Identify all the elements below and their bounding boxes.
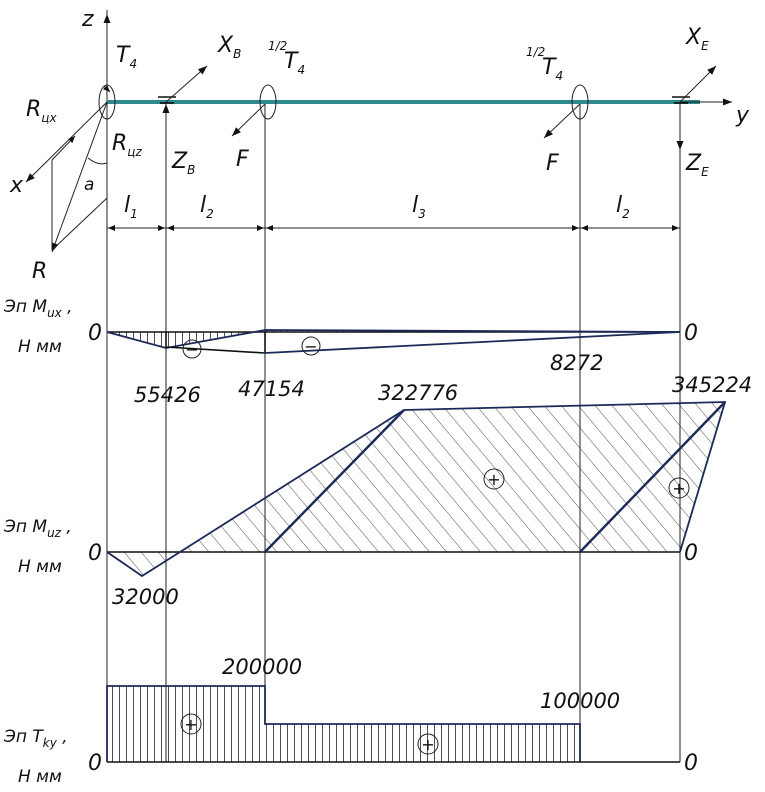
mx-sign-2: −: [304, 337, 317, 356]
span-l3-label: l3: [412, 193, 426, 221]
diagram-mz: Эп Muz , Н мм 0 0 32000 322776 345224 + …: [3, 373, 752, 609]
t-units: Н мм: [18, 767, 62, 787]
mz-value-3: 345224: [672, 373, 752, 397]
r-cx-label: Rцx: [26, 97, 57, 125]
torque-mid1-frac: 1/2: [268, 39, 287, 53]
force-f1-arrow: [231, 103, 266, 137]
mz-sign-2: +: [672, 479, 685, 498]
mz-value-2: 322776: [378, 381, 458, 405]
diagram-mx: Эп Mux , Н мм 0 0 55426 47154 8272 − −: [3, 297, 698, 407]
t-sign-2: +: [421, 735, 434, 754]
force-xe-arrow: [679, 65, 717, 103]
t-sign-1: +: [184, 715, 197, 734]
force-f2-arrow: [543, 103, 581, 139]
torque-mid2-icon: [571, 84, 589, 120]
mx-zero-right: 0: [684, 321, 698, 346]
force-ze-label: ZE: [685, 151, 709, 179]
force-f1-label: F: [236, 147, 249, 172]
y-axis-label: y: [735, 103, 750, 128]
shaft-scheme: z y T4 XB ZB 1/2 T4 F 1/2 T4 F XE: [9, 7, 750, 284]
r-label: R: [32, 259, 47, 284]
mx-value-2: 47154: [238, 377, 305, 401]
torque-left-label: T4: [116, 43, 137, 71]
force-xb-label: XB: [217, 33, 241, 61]
mz-value-1: 32000: [112, 585, 179, 609]
mx-sign-1: −: [185, 340, 198, 359]
span-l2-right-label: l2: [616, 193, 630, 221]
mx-value-1: 55426: [134, 383, 201, 407]
mx-label: Эп Mux ,: [3, 297, 73, 320]
mz-sign-1: +: [487, 470, 500, 489]
t-zero-left: 0: [88, 751, 102, 776]
torque-mid2-label: T4: [542, 55, 563, 83]
span-l2-left-label: l2: [200, 193, 214, 221]
x-axis-label: x: [9, 173, 24, 198]
diagram-t: Эп Tky , Н мм 0 0 200000 100000 + +: [3, 655, 698, 787]
torque-mid2-frac: 1/2: [526, 45, 545, 59]
torque-mid1-icon: [259, 84, 277, 120]
mz-label: Эп Muz ,: [3, 517, 72, 540]
torque-mid1-label: T4: [284, 49, 305, 77]
force-zb-label: ZB: [171, 149, 195, 177]
force-xb-arrow: [165, 65, 208, 103]
r-cz-label: Rцz: [112, 131, 142, 159]
t-label: Эп Tky ,: [3, 727, 68, 750]
t-zero-right: 0: [684, 751, 698, 776]
angle-label: a: [84, 175, 94, 195]
force-f2-label: F: [546, 151, 559, 176]
mz-zero-right: 0: [684, 541, 698, 566]
mz-zero-left: 0: [88, 541, 102, 566]
mx-zero-left: 0: [88, 321, 102, 346]
mx-units: Н мм: [18, 337, 62, 357]
mz-units: Н мм: [18, 557, 62, 577]
t-value-2: 100000: [540, 689, 620, 713]
force-r-arrow: [51, 101, 108, 253]
z-axis-label: z: [81, 7, 94, 32]
x-axis: [25, 101, 108, 183]
t-value-1: 200000: [222, 655, 302, 679]
mx-value-3: 8272: [550, 351, 603, 375]
span-l1-label: l1: [124, 193, 138, 221]
force-xe-label: XE: [685, 25, 709, 53]
